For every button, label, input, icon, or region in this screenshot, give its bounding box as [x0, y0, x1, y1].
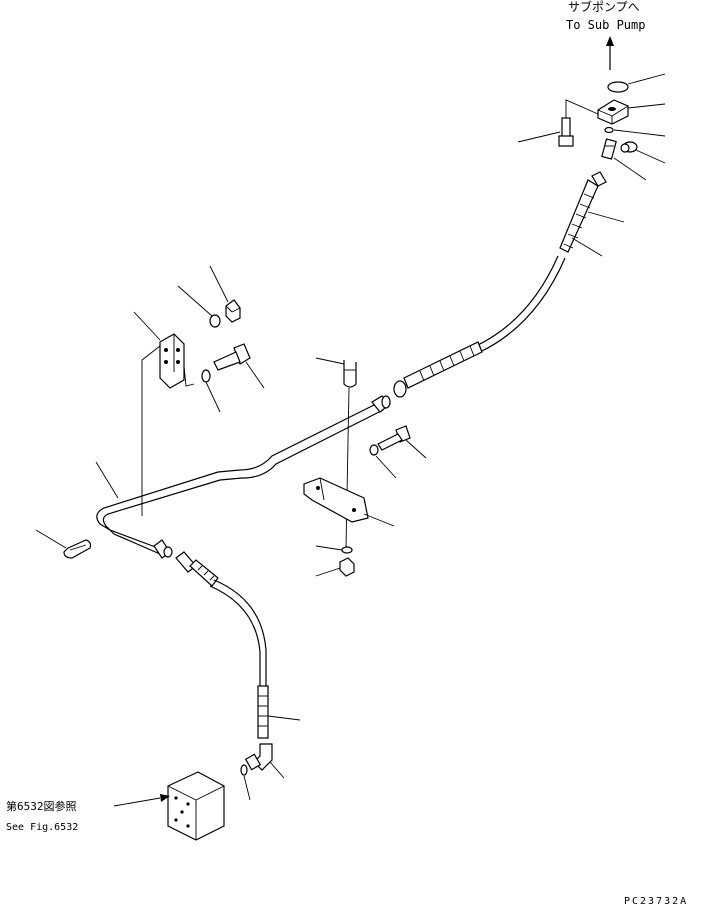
plug [620, 141, 638, 153]
to-sub-pump-label-jp: サブポンプへ [568, 0, 640, 14]
hose-fitting-lower [175, 551, 219, 587]
leader-line [141, 345, 161, 516]
leader-line [177, 285, 213, 317]
tube-nut-upper [371, 395, 391, 413]
o-ring-bottom [240, 764, 248, 776]
bolt-right [377, 425, 411, 451]
leader-line [613, 129, 666, 137]
flex-hose-lower-edge [209, 585, 261, 686]
leader-line [35, 529, 67, 549]
leader-line [635, 149, 666, 164]
washer-small [201, 369, 211, 383]
leader-line [613, 157, 647, 181]
leader-line [243, 775, 251, 801]
flex-hose-upper [475, 255, 559, 347]
u-bolt-clamp [343, 360, 357, 388]
hose-end-fitting-bottom [257, 685, 269, 739]
leader-line [183, 365, 195, 387]
split-flange [597, 99, 629, 125]
steel-tube [96, 401, 384, 555]
leader-line [245, 361, 265, 389]
washer-lower [341, 546, 353, 554]
elbow-fitting-bottom [244, 743, 273, 771]
leader-line [627, 103, 666, 109]
mounting-plate [159, 333, 185, 389]
leader-line [571, 237, 603, 257]
leader-line [517, 131, 561, 143]
washer [209, 314, 221, 328]
washer-right [369, 444, 379, 456]
flex-hose-lower [213, 579, 267, 686]
flex-hose-upper-edge [479, 257, 566, 353]
leader-line [587, 211, 625, 223]
hose-end-fitting-mid [393, 341, 483, 398]
reference-arrow [113, 794, 170, 807]
leader-line [315, 357, 345, 365]
leader-line [627, 73, 666, 85]
leader-line [269, 761, 285, 779]
bolt-left [213, 343, 251, 371]
see-figure-label-jp: 第6532図参照 [6, 799, 77, 813]
valve-block [167, 771, 225, 841]
o-ring-small [604, 126, 614, 134]
leader-line [205, 381, 221, 413]
leader-line [209, 265, 229, 303]
leader-line [375, 455, 397, 479]
flow-arrow-up [606, 36, 614, 70]
leader-line [315, 567, 341, 577]
leader-line [565, 99, 599, 118]
hex-nut-lower [339, 557, 355, 577]
o-ring-large [607, 81, 629, 93]
leader-line [363, 513, 395, 527]
hex-nut [225, 299, 241, 323]
elbow-fitting-top [601, 138, 617, 160]
see-figure-label-en: See Fig.6532 [6, 822, 78, 833]
leader-line [133, 311, 161, 341]
hose-fitting-upper [559, 171, 607, 253]
leader-line [95, 461, 119, 499]
flange-bolt [558, 117, 574, 147]
bracket-right [303, 477, 369, 523]
leader-line [345, 387, 350, 549]
drawing-number: PC23732A [624, 896, 688, 907]
leader-line [315, 545, 343, 551]
leader-line [267, 715, 301, 721]
tube-nut-lower [153, 539, 173, 559]
to-sub-pump-label-en: To Sub Pump [566, 18, 645, 32]
tube-clamp-left [63, 539, 92, 559]
leader-line [405, 439, 427, 459]
